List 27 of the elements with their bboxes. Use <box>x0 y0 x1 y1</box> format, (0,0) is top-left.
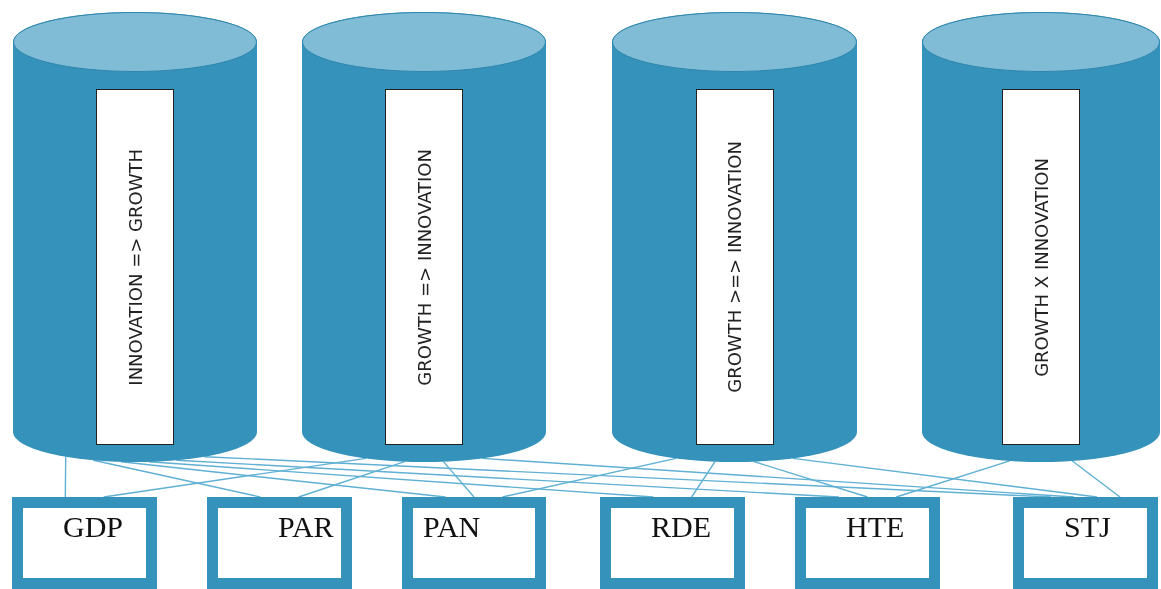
node-label: PAR <box>278 510 334 544</box>
node-label: PAN <box>423 510 481 544</box>
connector-line <box>792 457 1098 498</box>
process-box <box>1013 497 1158 589</box>
connector-line <box>64 456 67 498</box>
connector-line <box>297 460 406 498</box>
node-label: GROWTH >=> INNOVATION <box>724 141 745 393</box>
connector-line <box>895 460 1011 498</box>
connector-line <box>1071 460 1121 498</box>
connector-line <box>92 459 262 498</box>
node-label: STJ <box>1064 510 1111 544</box>
process-box <box>12 497 157 589</box>
node-label: RDE <box>651 510 711 544</box>
process-box <box>207 497 352 589</box>
node-label: GROWTH => INNOVATION <box>413 148 435 386</box>
process-box <box>600 497 745 589</box>
process-box <box>402 497 546 589</box>
node-label: GROWTH X INNOVATION <box>1030 157 1052 377</box>
connector-line <box>690 460 716 498</box>
node-label: HTE <box>846 510 905 544</box>
node-label: INNOVATION => GROWTH <box>124 148 146 386</box>
connector-line <box>102 457 367 498</box>
process-box <box>795 497 940 589</box>
connector-line <box>501 457 677 498</box>
connector-line <box>753 460 869 498</box>
node-label: GDP <box>63 510 123 544</box>
connector-line <box>442 460 475 498</box>
